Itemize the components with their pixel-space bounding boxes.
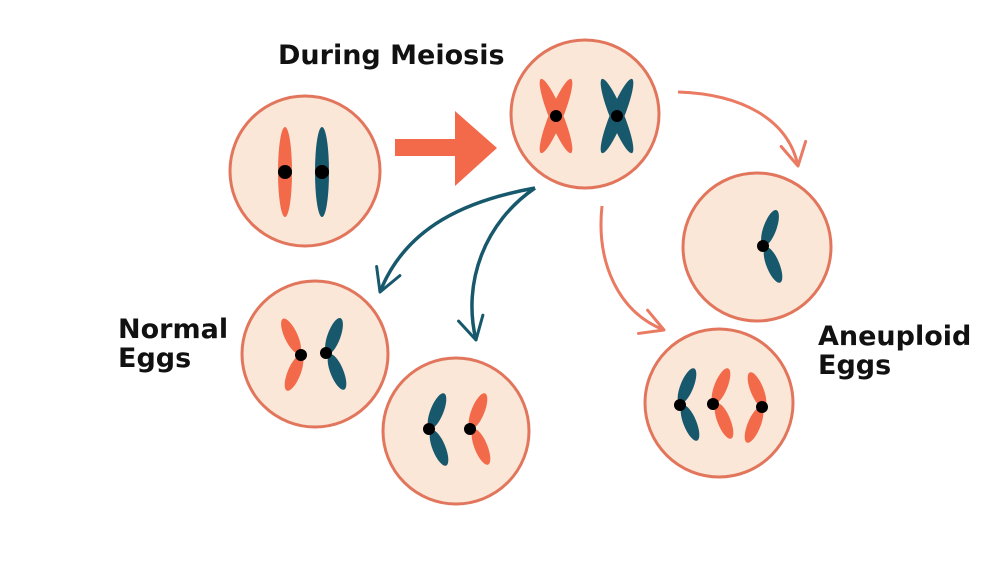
chromatid-orange bbox=[471, 429, 491, 465]
meiosis-cell bbox=[509, 38, 661, 190]
normal-eggs-label: Normal Eggs bbox=[118, 314, 229, 374]
normal-egg-cell-2 bbox=[381, 356, 531, 506]
meiosis-chromosomes bbox=[539, 78, 634, 154]
diagram-title: During Meiosis bbox=[278, 40, 505, 71]
centromere bbox=[707, 398, 719, 410]
chromatid-teal bbox=[325, 318, 343, 354]
aneuploid-egg-cell-2 bbox=[643, 327, 795, 479]
chromatid-orange bbox=[281, 318, 301, 354]
chromatid-teal bbox=[429, 430, 449, 466]
chromatid-teal bbox=[427, 393, 447, 429]
chromatid-orange bbox=[714, 403, 734, 439]
centromere bbox=[464, 423, 476, 435]
aneuploid-egg-cell-1 bbox=[681, 171, 833, 323]
centromere bbox=[278, 165, 292, 179]
chromatid-teal bbox=[761, 210, 779, 246]
centromere bbox=[756, 401, 768, 413]
centromere bbox=[757, 240, 769, 252]
aneuploid-egg-2-chromosomes bbox=[674, 368, 768, 443]
centromere bbox=[423, 423, 435, 435]
arrow-to-aneuploid-bottom bbox=[599, 205, 666, 335]
cells bbox=[228, 38, 833, 506]
chromatid-orange bbox=[711, 368, 731, 404]
arrow-to-aneuploid-top bbox=[677, 90, 808, 168]
chromatid-orange bbox=[744, 407, 764, 443]
normal-egg-cell-1 bbox=[240, 279, 390, 429]
parent-cell bbox=[228, 94, 382, 248]
chromatid-teal bbox=[680, 405, 700, 441]
chromatid-orange bbox=[468, 393, 488, 429]
normal-egg-1-chromosomes bbox=[281, 318, 347, 391]
centromere bbox=[611, 110, 623, 122]
normal-egg-2-chromosomes bbox=[423, 393, 491, 466]
centromere bbox=[295, 349, 307, 361]
centromere bbox=[674, 399, 686, 411]
chromatid-teal bbox=[763, 247, 783, 283]
chromatid-teal bbox=[677, 368, 697, 404]
big-right-arrow bbox=[395, 111, 497, 186]
chromatid-orange bbox=[747, 372, 767, 408]
centromere bbox=[550, 110, 562, 122]
aneuploid-egg-1-chromosomes bbox=[757, 210, 783, 283]
arrow-to-normal-left bbox=[375, 186, 536, 294]
chromatid-teal bbox=[327, 354, 347, 390]
parent-chromosomes bbox=[278, 127, 329, 217]
arrows bbox=[375, 90, 808, 342]
aneuploid-eggs-label: Aneuploid Eggs bbox=[818, 321, 972, 381]
chromatid-orange bbox=[284, 355, 304, 391]
centromere bbox=[315, 165, 329, 179]
centromere bbox=[320, 347, 332, 359]
arrow-to-normal-right bbox=[457, 186, 536, 342]
